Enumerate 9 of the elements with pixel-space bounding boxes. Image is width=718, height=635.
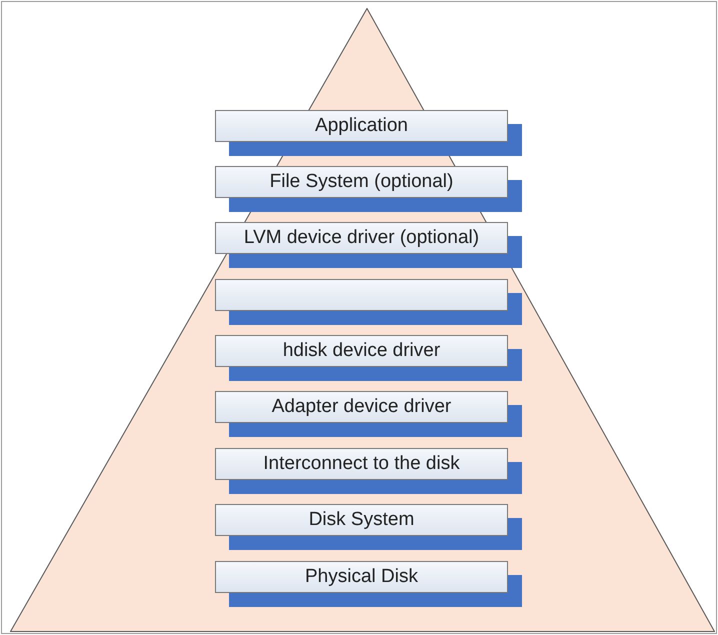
layer-box (215, 279, 522, 325)
layer-box: Application (215, 110, 522, 156)
layer-box: File System (optional) (215, 166, 522, 212)
layer-box: Adapter device driver (215, 391, 522, 437)
layer-box: Physical Disk (215, 561, 522, 607)
layer-box: Disk System (215, 504, 522, 550)
layer-box: LVM device driver (optional) (215, 222, 522, 268)
layer-box: hdisk device driver (215, 335, 522, 381)
layer-box: Interconnect to the disk (215, 448, 522, 494)
